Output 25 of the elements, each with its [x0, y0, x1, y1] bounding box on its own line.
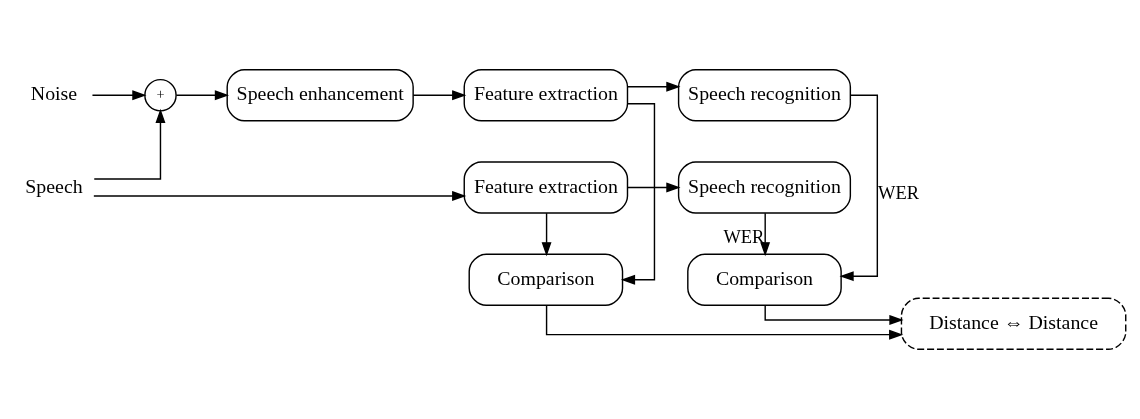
node-box: Speech enhancement [226, 68, 414, 122]
arrow [545, 305, 904, 340]
node-box: Speech recognition [677, 161, 852, 214]
arrow [412, 90, 467, 101]
node-box: Speech recognition [677, 68, 852, 122]
edge-label: WER [723, 226, 765, 247]
node-box: Feature extraction [463, 68, 629, 122]
arrow [541, 212, 552, 257]
node-box: Comparison [687, 253, 842, 307]
arrow [93, 191, 467, 201]
arrow [175, 90, 230, 101]
arrow [620, 103, 656, 285]
arrow [839, 94, 879, 282]
arrow [760, 212, 771, 257]
node-box: Comparison [468, 253, 624, 307]
arrow [93, 108, 166, 180]
node-text: Speech [25, 174, 83, 197]
node-box: Feature extraction [463, 161, 629, 214]
arrow [627, 182, 681, 193]
arrow [91, 90, 147, 101]
node-circle: + [144, 78, 177, 112]
node-box: Distance ⇔ Distance [900, 297, 1127, 351]
arrow [627, 81, 681, 92]
node-text: Noise [30, 82, 78, 105]
edge-label: WER [878, 183, 920, 204]
